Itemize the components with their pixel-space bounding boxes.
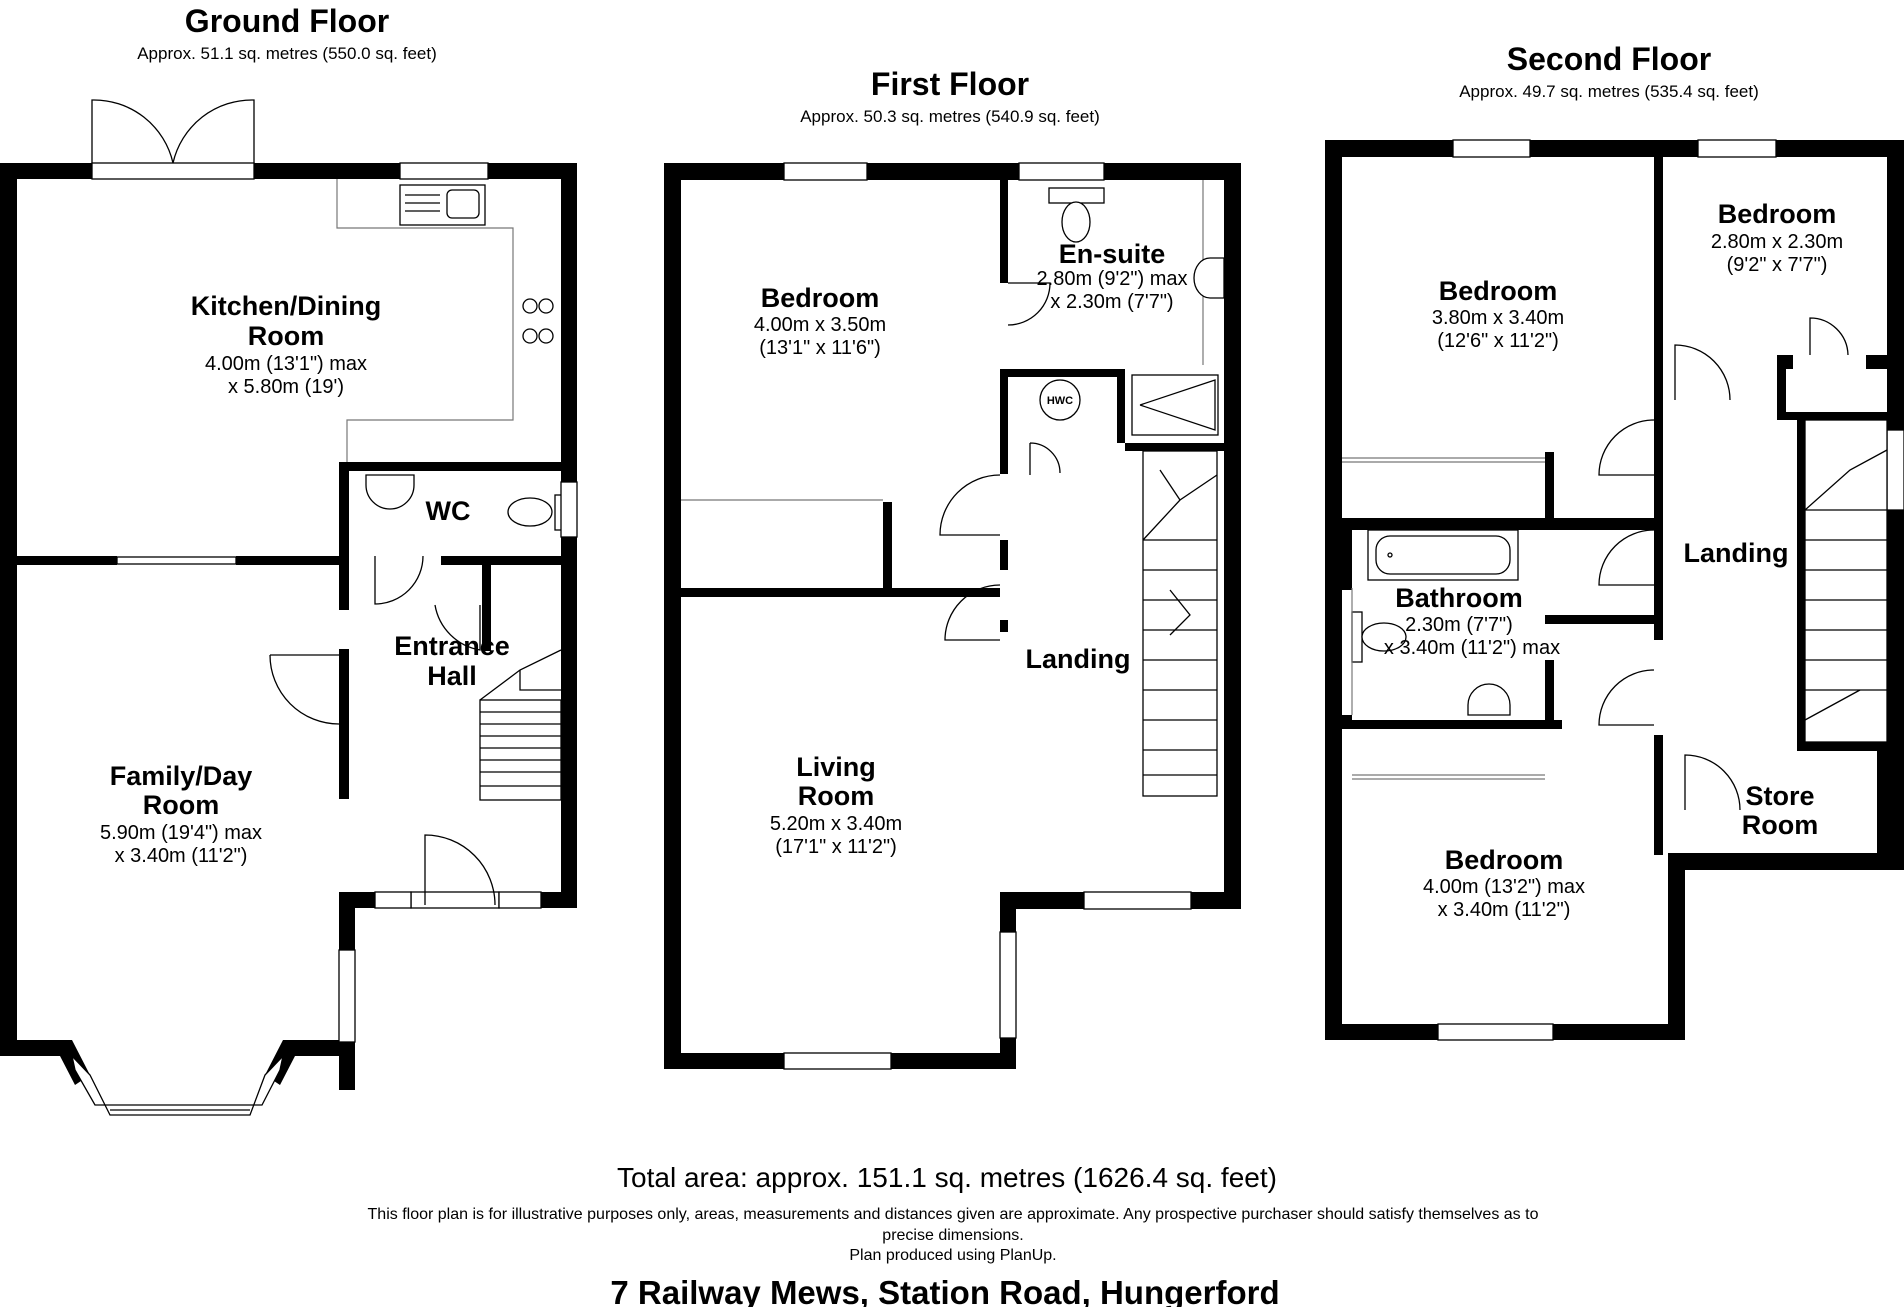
landing-window	[1083, 891, 1192, 910]
living-dim-1: 5.20m x 3.40m	[770, 813, 902, 835]
french-doors	[91, 99, 255, 180]
ground-floor-area: Approx. 51.1 sq. metres (550.0 sq. feet)	[137, 44, 437, 63]
kitchen-dim-2: x 5.80m (19')	[228, 376, 344, 398]
entrance-name-2: Hall	[427, 661, 477, 691]
sf-bedroom-2-window	[1697, 139, 1777, 158]
second-floor-area: Approx. 49.7 sq. metres (535.4 sq. feet)	[1459, 82, 1759, 101]
first-floor-plan: First Floor Approx. 50.3 sq. metres (540…	[664, 66, 1241, 1070]
living-window-front	[783, 1052, 892, 1070]
first-floor-area: Approx. 50.3 sq. metres (540.9 sq. feet)	[800, 107, 1100, 126]
sf-landing-window	[1886, 429, 1904, 511]
plan-footer: Total area: approx. 151.1 sq. metres (16…	[368, 1162, 1539, 1307]
second-floor-walls	[1325, 140, 1904, 1040]
disclaimer-line-3: Plan produced using PlanUp.	[849, 1247, 1056, 1264]
sf-bedroom-2-door	[1674, 344, 1731, 401]
bathroom-dim-2: x 3.40m (11'2") max	[1384, 637, 1560, 659]
ensuite-dim-2: x 2.30m (7'7")	[1050, 291, 1173, 313]
second-floor-stairs	[1804, 419, 1888, 743]
front-door	[374, 834, 542, 909]
store-name-2: Room	[1742, 810, 1819, 840]
bedroom-window	[783, 162, 868, 181]
ground-floor-title: Ground Floor	[185, 3, 389, 39]
second-floor-title: Second Floor	[1507, 41, 1711, 77]
first-floor-stairs	[1142, 450, 1218, 797]
entrance-stairs	[434, 604, 562, 801]
sf-bedroom-3-door	[1598, 669, 1655, 726]
wc-fittings	[365, 474, 578, 605]
sf-landing-name: Landing	[1684, 538, 1789, 568]
ensuite-dim-1: 2.80m (9'2") max	[1037, 268, 1188, 290]
disclaimer-line-1: This floor plan is for illustrative purp…	[368, 1206, 1539, 1223]
bathroom-name: Bathroom	[1395, 583, 1523, 613]
hwc-label: HWC	[1047, 395, 1073, 407]
hwc-cupboard: HWC	[1029, 379, 1081, 475]
sf-bedroom-1-dim-1: 3.80m x 3.40m	[1432, 307, 1564, 329]
first-floor-title: First Floor	[871, 66, 1029, 102]
store-name-1: Store	[1745, 781, 1814, 811]
ff-bedroom-dim-1: 4.00m x 3.50m	[754, 314, 886, 336]
bedroom-door	[939, 474, 1001, 536]
sf-bedroom-1-window	[1452, 139, 1531, 158]
ff-landing-name: Landing	[1026, 644, 1131, 674]
ff-bedroom-dim-2: (13'1" x 11'6")	[759, 337, 881, 359]
sf-bedroom-3-window	[1437, 1023, 1554, 1041]
bay-window	[70, 1053, 285, 1116]
sf-bedroom-1-name: Bedroom	[1439, 276, 1558, 306]
ensuite-name: En-suite	[1059, 239, 1166, 269]
disclaimer-line-2: precise dimensions.	[882, 1227, 1023, 1244]
living-name-1: Living	[796, 752, 876, 782]
kitchen-units	[336, 179, 554, 462]
ensuite-fittings	[1007, 180, 1225, 436]
kitchen-dim-1: 4.00m (13'1") max	[205, 353, 367, 375]
wc-name: WC	[426, 496, 471, 526]
bathroom-fittings	[1351, 529, 1519, 716]
ground-floor-plan: Ground Floor Approx. 51.1 sq. metres (55…	[0, 3, 578, 1116]
living-door	[944, 584, 1001, 641]
first-floor-walls	[664, 163, 1241, 1069]
side-window	[338, 949, 356, 1043]
kitchen-name-1: Kitchen/Dining	[191, 291, 382, 321]
family-name-1: Family/Day	[110, 761, 253, 791]
kitchen-window	[399, 162, 489, 180]
hall-door	[269, 654, 340, 725]
sf-bedroom-1-dim-2: (12'6" x 11'2")	[1437, 330, 1559, 352]
family-dim-1: 5.90m (19'4") max	[100, 822, 262, 844]
bathroom-dim-1: 2.30m (7'7")	[1405, 614, 1513, 636]
sf-bedroom-2-name: Bedroom	[1718, 199, 1837, 229]
ground-floor-walls	[0, 163, 577, 1090]
total-area: Total area: approx. 151.1 sq. metres (16…	[617, 1162, 1277, 1193]
sf-bedroom-3-dim-2: x 3.40m (11'2")	[1438, 899, 1571, 921]
living-window-side	[999, 931, 1017, 1039]
family-dim-2: x 3.40m (11'2")	[115, 845, 248, 867]
sf-bedroom-1-door	[1598, 419, 1655, 476]
bathroom-door	[1598, 529, 1655, 586]
sf-bedroom-2-dim-2: (9'2" x 7'7")	[1727, 254, 1828, 276]
ff-bedroom-name: Bedroom	[761, 283, 880, 313]
living-dim-2: (17'1" x 11'2")	[775, 836, 897, 858]
property-address: 7 Railway Mews, Station Road, Hungerford	[610, 1274, 1279, 1307]
second-floor-plan: Second Floor Approx. 49.7 sq. metres (53…	[1325, 41, 1904, 1041]
sf-bedroom-3-dim-1: 4.00m (13'2") max	[1423, 876, 1585, 898]
entrance-name-1: Entrance	[394, 631, 510, 661]
cupboard-door	[1809, 317, 1849, 356]
store-door	[1684, 754, 1741, 811]
family-name-2: Room	[143, 790, 220, 820]
sliding-door	[116, 556, 237, 565]
sf-bedroom-3-name: Bedroom	[1445, 845, 1564, 875]
sf-bedroom-2-dim-1: 2.80m x 2.30m	[1711, 231, 1843, 253]
ensuite-window	[1018, 162, 1105, 181]
kitchen-name-2: Room	[248, 321, 325, 351]
living-name-2: Room	[798, 781, 875, 811]
